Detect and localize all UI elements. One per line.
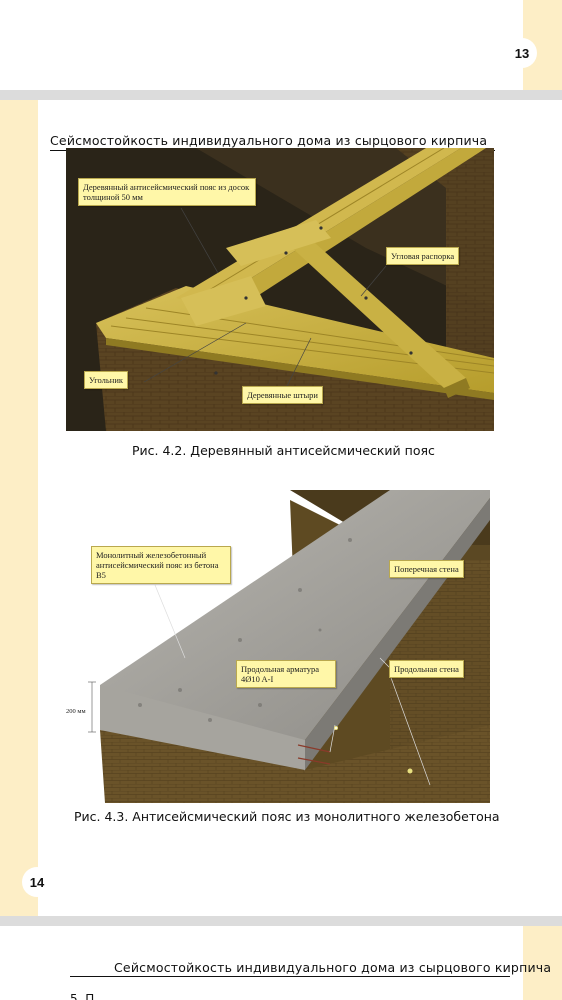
figure-caption-4-3: Рис. 4.3. Антисейсмический пояс из монол…: [74, 809, 500, 824]
callout-rebar: Продольная арматура 4Ø10 A-I: [236, 660, 336, 688]
dimension-label: 200 мм: [66, 708, 86, 715]
callout-wooden-pins: Деревянные штыри: [242, 386, 323, 404]
callout-cross-wall: Поперечная стена: [389, 560, 464, 578]
page-number: 14: [22, 867, 52, 897]
figure-concrete-belt: Монолитный железобетонный антисейсмическ…: [60, 490, 490, 803]
partial-text: 5. П: [70, 992, 95, 1000]
running-header: Сейсмостойкость индивидуального дома из …: [50, 133, 488, 148]
callout-long-wall: Продольная стена: [389, 660, 464, 678]
concrete-belt-illustration: [60, 490, 490, 803]
page-15: Сейсмостойкость индивидуального дома из …: [0, 926, 562, 1000]
callout-rc-belt: Монолитный железобетонный антисейсмическ…: [91, 546, 231, 584]
wooden-belt-illustration: [66, 148, 494, 431]
figure-caption-4-2: Рис. 4.2. Деревянный антисейсмический по…: [132, 443, 435, 458]
running-header: Сейсмостойкость индивидуального дома из …: [114, 960, 552, 975]
callout-corner-brace: Угловая распорка: [386, 247, 460, 265]
callout-wooden-belt: Деревянный антисейсмический пояс из досо…: [78, 178, 256, 206]
figure-wooden-belt: Деревянный антисейсмический пояс из досо…: [66, 148, 494, 431]
page-14: Сейсмостойкость индивидуального дома из …: [0, 100, 562, 916]
page-13: 13: [0, 0, 562, 90]
page-gap: [0, 90, 562, 100]
page-gap: [0, 916, 562, 926]
side-band: [0, 100, 38, 916]
header-rule: [70, 976, 510, 977]
page-number: 13: [507, 38, 537, 68]
callout-bracket: Угольник: [84, 371, 129, 389]
side-band: [523, 926, 562, 1000]
